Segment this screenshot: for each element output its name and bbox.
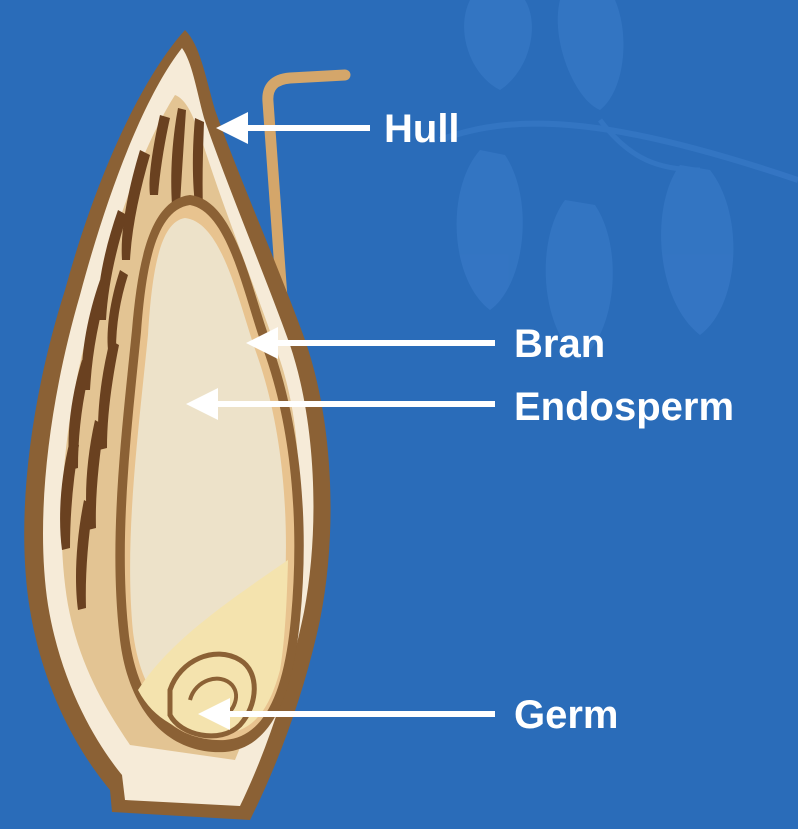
hull-label: Hull bbox=[384, 109, 460, 149]
oat-watermark bbox=[440, 0, 798, 360]
germ-label: Germ bbox=[514, 695, 619, 735]
endosperm-label: Endosperm bbox=[514, 387, 734, 427]
bran-label: Bran bbox=[514, 324, 605, 364]
